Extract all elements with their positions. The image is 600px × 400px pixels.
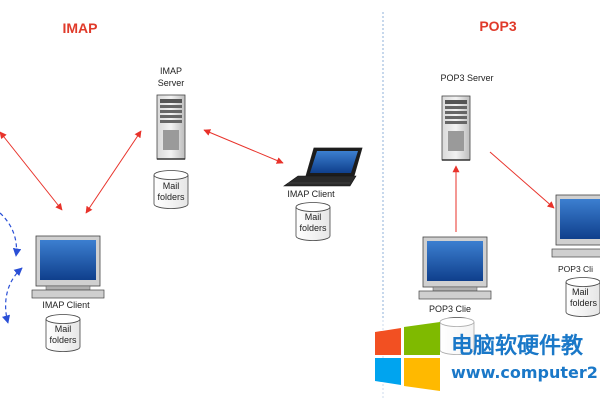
arrow-server-to-laptop (203, 129, 284, 164)
arrow-imap-client-to-server (85, 130, 142, 214)
imap-server-mail-folders: Mail folders (153, 170, 189, 209)
imap-laptop-icon (283, 147, 363, 187)
imap-server-label-line1: IMAP (160, 66, 182, 76)
arrow-offscreen-to-imap-client (0, 131, 63, 211)
pop3-client-left-label: POP3 Clie (429, 304, 471, 314)
pop3-client-right-mail-folders-line2: folders (570, 298, 598, 308)
imap-laptop-mail-folders-line1: Mail (305, 212, 322, 222)
watermark-chinese-text: 电脑软硬件教 (451, 333, 584, 359)
imap-server-mail-folders-line2: folders (157, 192, 185, 202)
pop3-client-right-label: POP3 Cli (558, 264, 593, 274)
imap-laptop-label: IMAP Client (287, 189, 335, 199)
imap-desktop-client-label: IMAP Client (42, 300, 90, 310)
imap-desktop-mail-folders: Mail folders (45, 314, 81, 352)
imap-server-mail-folders-line1: Mail (163, 181, 180, 191)
imap-laptop-mail-folders: Mail folders (295, 202, 331, 241)
pop3-title: POP3 (479, 18, 517, 34)
watermark-url: www.computer2 (451, 363, 598, 382)
pop3-client-right-mail-folders-line1: Mail (572, 287, 589, 297)
imap-desktop-mail-folders-line1: Mail (55, 324, 72, 334)
imap-server-icon (156, 94, 186, 160)
watermark: 电脑软硬件教 www.computer2 (368, 318, 600, 400)
pop3-client-right-mail-folders: Mail folders (565, 277, 600, 317)
blue-sync-arrow-upper (0, 212, 22, 257)
blue-sync-arrow-lower (1, 267, 23, 324)
imap-laptop-mail-folders-line2: folders (299, 223, 327, 233)
pop3-client-right-icon (551, 194, 600, 258)
pop3-client-left-icon (418, 236, 492, 300)
imap-desktop-mail-folders-line2: folders (49, 335, 77, 345)
pop3-server-icon (441, 95, 471, 161)
imap-title: IMAP (63, 20, 98, 36)
arrow-pop3-server-to-client-right (489, 151, 555, 209)
imap-desktop-client-icon (31, 235, 105, 299)
imap-server-label-line2: Server (158, 78, 185, 88)
pop3-server-label: POP3 Server (440, 73, 493, 83)
windows-logo-icon (375, 322, 440, 391)
